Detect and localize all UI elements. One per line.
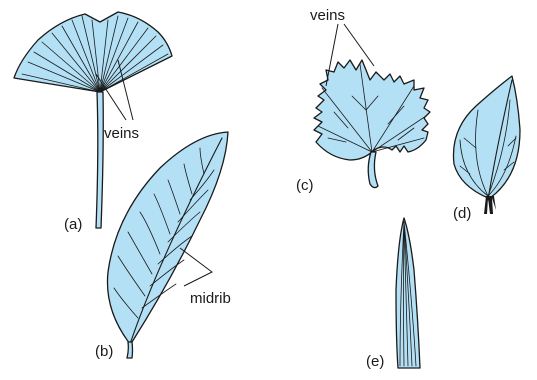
label-b: (b) xyxy=(95,343,113,360)
label-a: (a) xyxy=(64,216,82,233)
label-e: (e) xyxy=(366,353,384,370)
label-veins-a: veins xyxy=(104,125,139,142)
leaf-d-cordate xyxy=(453,76,520,214)
leaf-b-pinnate xyxy=(107,132,228,358)
label-veins-c: veins xyxy=(310,7,345,24)
leaf-c-palmate xyxy=(314,24,430,188)
leaf-e-parallel xyxy=(396,218,420,368)
label-d: (d) xyxy=(453,205,471,222)
label-midrib: midrib xyxy=(190,290,231,307)
label-c: (c) xyxy=(296,177,314,194)
